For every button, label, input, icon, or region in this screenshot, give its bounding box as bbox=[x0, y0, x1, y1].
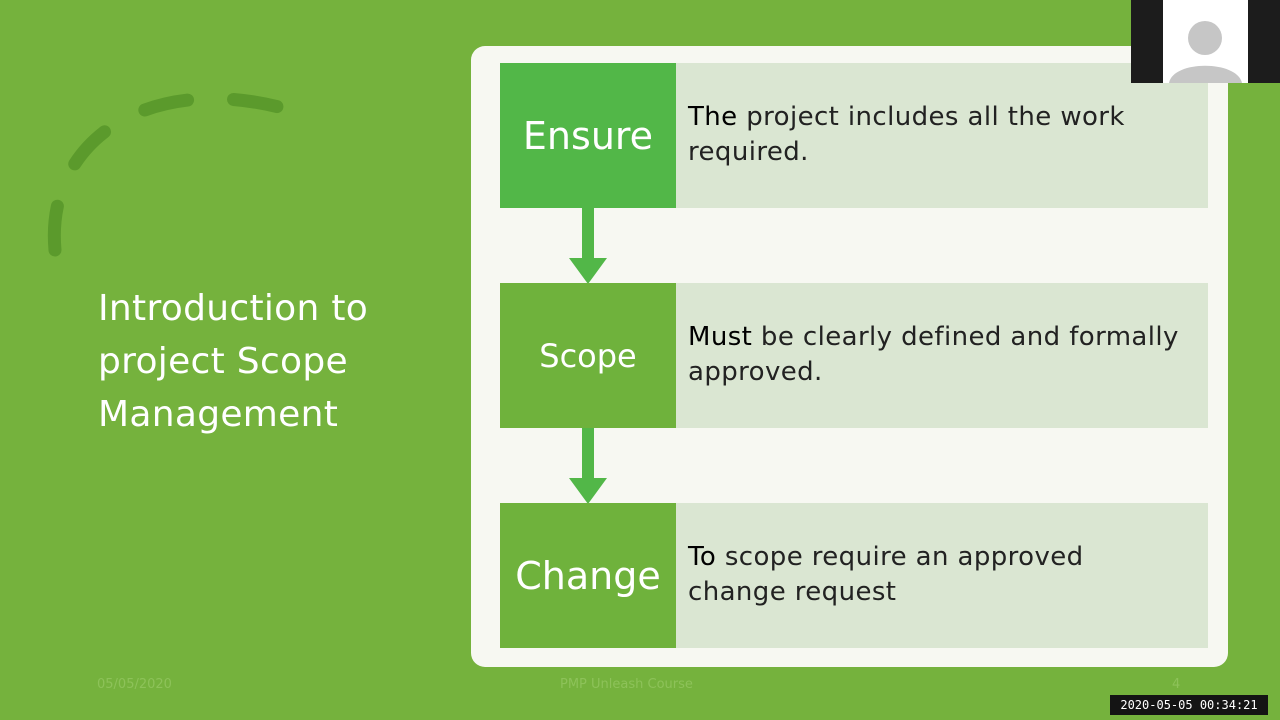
step-lead-word: The bbox=[688, 102, 738, 132]
footer-page-number: 4 bbox=[1172, 677, 1181, 692]
step-label-ensure: Ensure bbox=[500, 63, 676, 208]
step-text: be clearly defined and formally approved… bbox=[688, 322, 1179, 387]
down-arrow-icon bbox=[569, 208, 607, 284]
step-description-ensure: The project includes all the work requir… bbox=[676, 63, 1208, 208]
step-lead-word: Must bbox=[688, 322, 753, 352]
decorative-dashed-arc bbox=[47, 92, 297, 257]
slide-title: Introduction to project Scope Management bbox=[98, 288, 369, 435]
step-lead-word: To bbox=[688, 542, 717, 572]
avatar-tile bbox=[1163, 0, 1248, 83]
step-text: project includes all the work required. bbox=[688, 102, 1125, 167]
footer-date: 05/05/2020 bbox=[97, 677, 172, 692]
step-description-change: To scope require an approved change requ… bbox=[676, 503, 1208, 648]
footer-text: PMP Unleash Course bbox=[560, 677, 693, 692]
step-text: scope require an approved change request bbox=[688, 542, 1084, 607]
step-description-scope: Must be clearly defined and formally app… bbox=[676, 283, 1208, 428]
user-silhouette-icon bbox=[1169, 21, 1242, 83]
webcam-thumbnail[interactable] bbox=[1131, 0, 1280, 83]
recording-timestamp: 2020-05-05 00:34:21 bbox=[1110, 695, 1268, 715]
step-label-change: Change bbox=[500, 503, 676, 648]
down-arrow-icon bbox=[569, 428, 607, 504]
step-label-text: Change bbox=[515, 553, 661, 598]
step-label-text: Ensure bbox=[522, 113, 654, 158]
step-label-text: Scope bbox=[539, 336, 637, 375]
step-label-scope: Scope bbox=[500, 283, 676, 428]
